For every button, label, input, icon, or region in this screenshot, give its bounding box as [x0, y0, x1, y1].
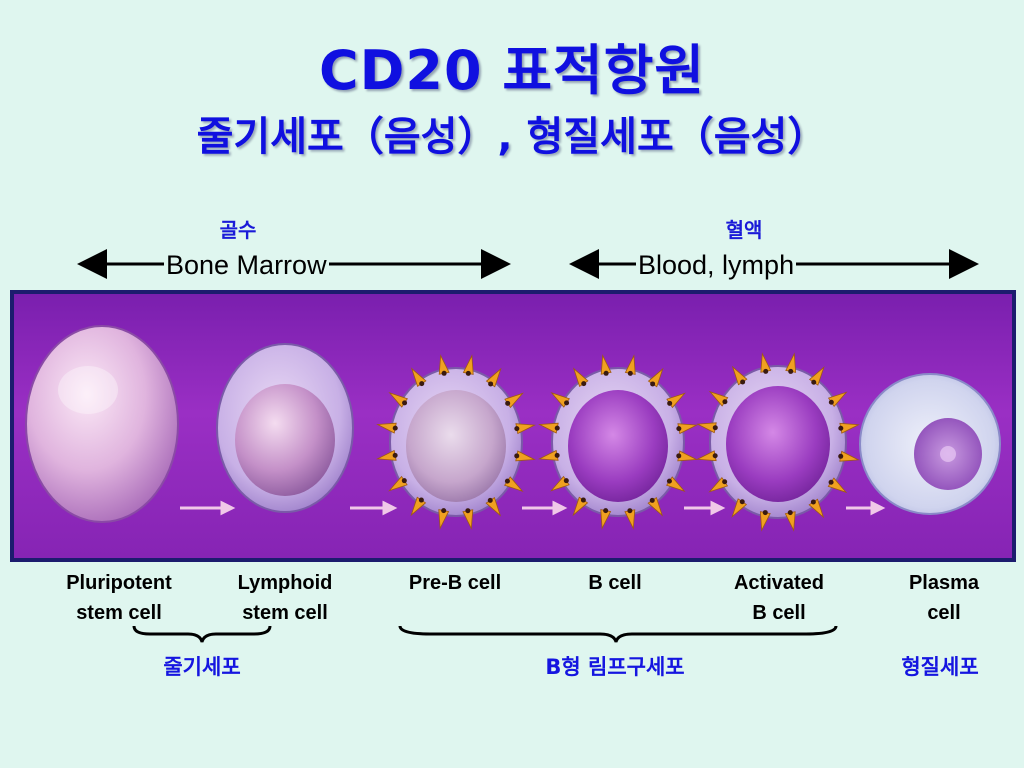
- receptor-base-dot: [712, 425, 718, 431]
- receptor-base-dot: [650, 381, 656, 387]
- receptor-base-dot: [465, 370, 471, 376]
- receptor-base-dot: [581, 381, 587, 387]
- receptor-base-dot: [712, 453, 718, 459]
- receptor-base-dot: [838, 425, 844, 431]
- receptor-base-dot: [401, 478, 407, 484]
- cell-label-line2: cell: [927, 602, 961, 624]
- receptor-base-dot: [514, 453, 520, 459]
- receptor-base-dot: [828, 399, 834, 405]
- receptor-base-dot: [603, 370, 609, 376]
- receptor-base-dot: [514, 426, 520, 432]
- receptor-base-dot: [627, 508, 633, 514]
- stem-cell-brace: [132, 625, 272, 643]
- receptor-base-dot: [666, 478, 672, 484]
- region-label-korean-blood: 혈액: [725, 218, 763, 242]
- receptor-base-dot: [465, 508, 471, 514]
- receptor-base-dot: [441, 370, 447, 376]
- activated-b-cell-image: [696, 352, 860, 532]
- lymphoid-stem-cell-image: [216, 343, 354, 513]
- receptor-base-dot: [838, 453, 844, 459]
- transition-arrows: [180, 500, 886, 516]
- receptor-base-dot: [564, 400, 570, 406]
- region-label-korean-marrow: 골수: [219, 218, 257, 242]
- receptor-base-dot: [676, 453, 682, 459]
- receptor-base-dot: [722, 399, 728, 405]
- cell-label-line1: B cell: [588, 572, 642, 594]
- receptor-base-dot: [505, 400, 511, 406]
- receptor-base-dot: [828, 479, 834, 485]
- b-cell-image: [538, 354, 698, 530]
- receptor-base-dot: [392, 425, 398, 431]
- page-title: CD20 표적항원: [318, 39, 706, 102]
- cell-label-line2: B cell: [752, 602, 806, 624]
- receptor-base-dot: [419, 381, 425, 387]
- receptor-base-dot: [667, 400, 673, 406]
- cell-label-activated-b: Activated B cell: [704, 568, 854, 628]
- receptor-base-dot: [739, 499, 745, 505]
- receptor-base-dot: [554, 425, 560, 431]
- receptor-base-dot: [676, 426, 682, 432]
- receptor-base-dot: [418, 497, 424, 503]
- cell-label-line1: Pre-B cell: [408, 572, 502, 594]
- cell-label-pluripotent: Pluripotent stem cell: [44, 568, 194, 628]
- cell-label-line1: Activated: [733, 572, 825, 594]
- pre-b-cell-image: [376, 354, 536, 530]
- cell-label-lymphoid: Lymphoid stem cell: [210, 568, 360, 628]
- cell-label-b-cell: B cell: [540, 568, 690, 598]
- receptor-base-dot: [810, 499, 816, 505]
- page-subtitle: 줄기세포（음성）, 형질세포（음성）: [196, 114, 828, 160]
- receptor-base-dot: [441, 508, 447, 514]
- cell-label-plasma: Plasma cell: [874, 568, 1014, 628]
- group-label-plasma-cells: 형질세포: [901, 655, 979, 679]
- receptor-base-dot: [580, 497, 586, 503]
- plasma-cell-image: [859, 373, 1001, 515]
- receptor-base-dot: [487, 497, 493, 503]
- group-label-b-lymphocytes: B형 림프구세포: [545, 655, 685, 679]
- receptor-base-dot: [504, 478, 510, 484]
- receptor-base-dot: [563, 478, 569, 484]
- receptor-base-dot: [762, 510, 768, 516]
- receptor-base-dot: [763, 368, 769, 374]
- receptor-base-dot: [554, 452, 560, 458]
- cell-label-line2: stem cell: [242, 602, 328, 624]
- b-lymphocyte-brace: [398, 625, 838, 643]
- receptor-base-dot: [488, 381, 494, 387]
- receptor-base-dot: [722, 479, 728, 485]
- cell-label-pre-b: Pre-B cell: [380, 568, 530, 598]
- cell-label-line1: Pluripotent: [66, 572, 172, 594]
- receptor-base-dot: [603, 508, 609, 514]
- region-label-blood-lymph: Blood, lymph: [636, 250, 797, 281]
- receptor-base-dot: [788, 368, 794, 374]
- cell-label-line2: stem cell: [76, 602, 162, 624]
- receptor-base-dot: [787, 510, 793, 516]
- receptor-base-dot: [402, 400, 408, 406]
- receptor-base-dot: [627, 370, 633, 376]
- group-label-stem-cells: 줄기세포: [163, 655, 241, 679]
- receptor-base-dot: [740, 379, 746, 385]
- region-label-bone-marrow: Bone Marrow: [164, 250, 329, 281]
- receptor-base-dot: [392, 452, 398, 458]
- receptor-base-dot: [649, 497, 655, 503]
- cell-label-line1: Lymphoid: [237, 572, 333, 594]
- receptor-base-dot: [811, 379, 817, 385]
- cell-label-line1: Plasma: [908, 572, 980, 594]
- pluripotent-stem-cell-image: [25, 325, 179, 523]
